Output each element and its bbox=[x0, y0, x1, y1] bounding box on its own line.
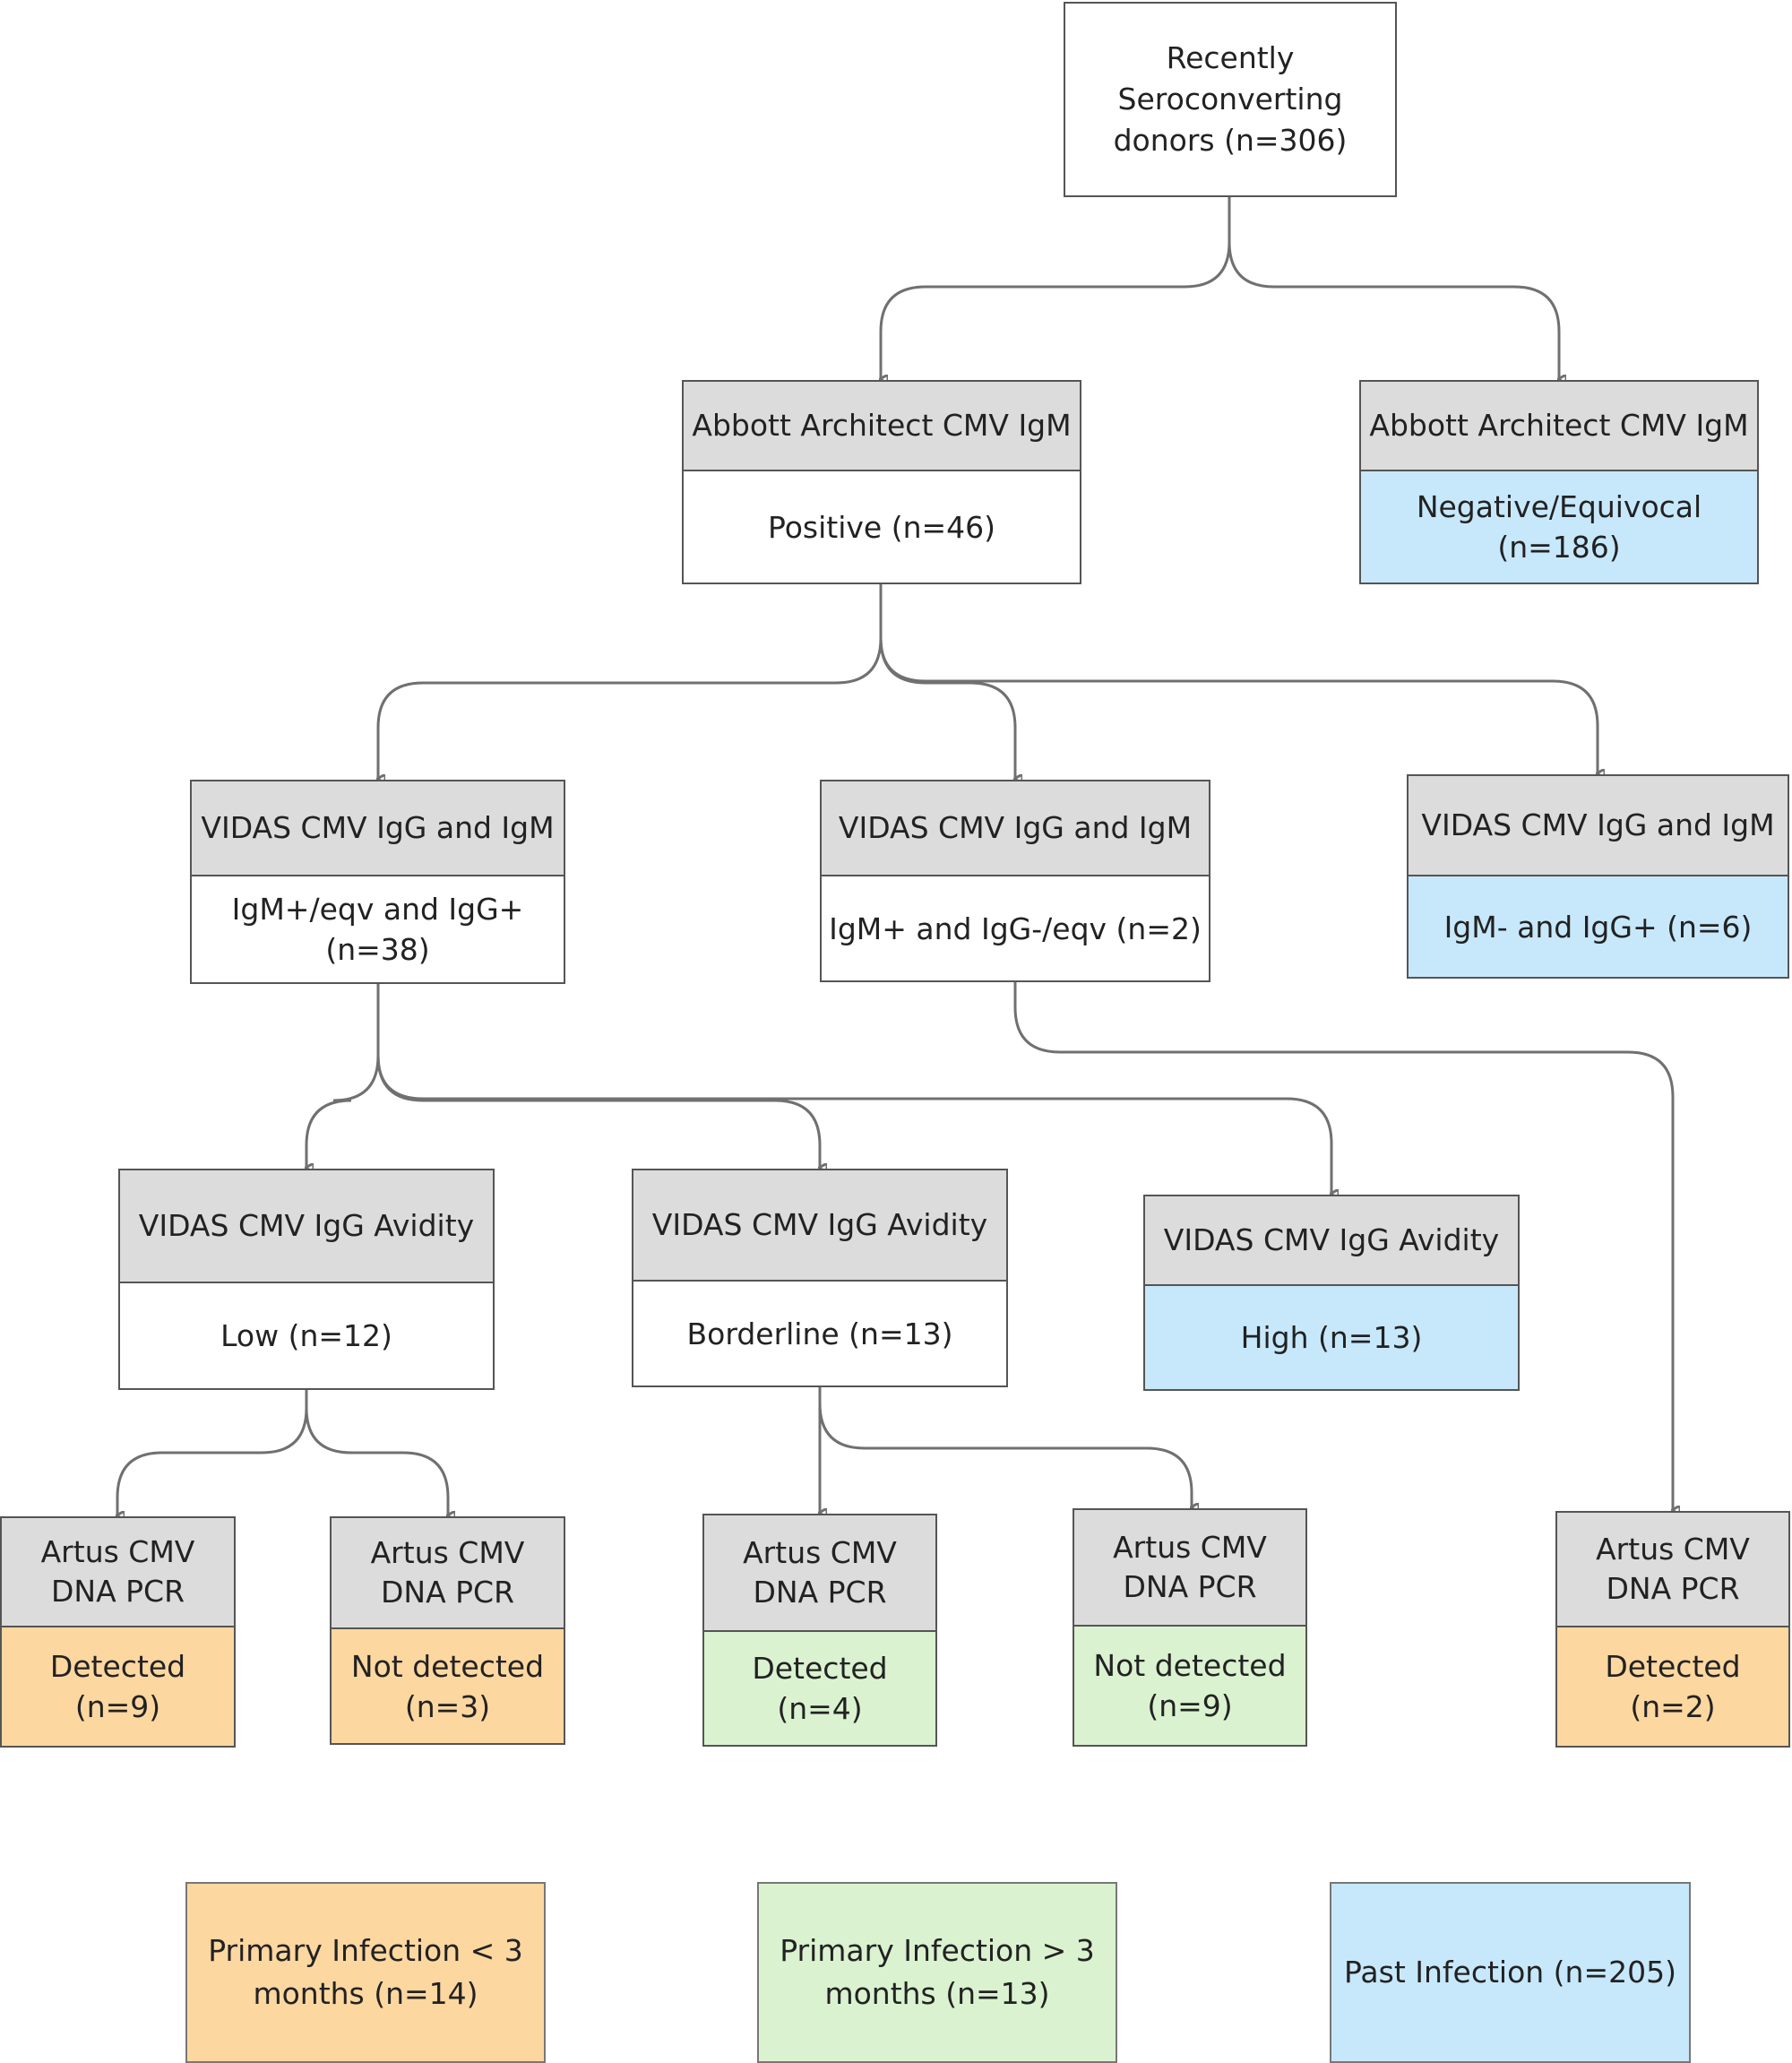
avidity-high-test: VIDAS CMV IgG Avidity bbox=[1145, 1196, 1518, 1286]
pcr-low-not-detected-result: Not detected (n=3) bbox=[332, 1629, 564, 1743]
avidity-borderline-result: Borderline (n=13) bbox=[633, 1282, 1006, 1385]
pcr-borderline-detected-node: Artus CMV DNA PCR Detected (n=4) bbox=[702, 1514, 937, 1747]
root-node: Recently Seroconverting donors (n=306) bbox=[1064, 2, 1397, 197]
connector-vidas-a-to-avidity-borderline bbox=[376, 984, 820, 1168]
igm-positive-result: Positive (n=46) bbox=[684, 471, 1080, 583]
pcr-borderline-not-detected-node: Artus CMV DNA PCR Not detected (n=9) bbox=[1073, 1508, 1307, 1747]
connector-igm-positive-to-vidas-a bbox=[378, 584, 883, 779]
avidity-high-result: High (n=13) bbox=[1145, 1286, 1518, 1389]
legend-primary-lt3-label: Primary Infection < 3 months (n=14) bbox=[208, 1933, 523, 2011]
igm-negative-node: Abbott Architect CMV IgM Negative/Equivo… bbox=[1359, 380, 1759, 584]
avidity-borderline-node: VIDAS CMV IgG Avidity Borderline (n=13) bbox=[632, 1169, 1008, 1387]
vidas-a-node: VIDAS CMV IgG and IgM IgM+/eqv and IgG+ … bbox=[190, 780, 565, 984]
connector-vidas-b-to-pcr-detected bbox=[1013, 982, 1673, 1510]
connector-igm-positive-to-vidas-c bbox=[879, 584, 1598, 773]
legend-past-label: Past Infection (n=205) bbox=[1344, 1955, 1676, 1990]
vidas-b-node: VIDAS CMV IgG and IgM IgM+ and IgG-/eqv … bbox=[820, 780, 1210, 982]
vidas-c-node: VIDAS CMV IgG and IgM IgM- and IgG+ (n=6… bbox=[1407, 774, 1789, 979]
legend-primary-lt3: Primary Infection < 3 months (n=14) bbox=[185, 1882, 546, 2063]
connector-root-to-igm-negative bbox=[1228, 197, 1559, 379]
avidity-low-test: VIDAS CMV IgG Avidity bbox=[120, 1170, 493, 1283]
avidity-low-node: VIDAS CMV IgG Avidity Low (n=12) bbox=[118, 1169, 495, 1390]
igm-negative-test: Abbott Architect CMV IgM bbox=[1361, 382, 1757, 471]
connector-avidity-low-to-pcr-detected bbox=[117, 1390, 308, 1515]
vidas-b-test: VIDAS CMV IgG and IgM bbox=[822, 781, 1209, 876]
pcr-igg-neg-detected-test: Artus CMV DNA PCR bbox=[1557, 1513, 1788, 1627]
vidas-a-result: IgM+/eqv and IgG+ (n=38) bbox=[192, 876, 564, 982]
pcr-low-detected-node: Artus CMV DNA PCR Detected (n=9) bbox=[0, 1516, 236, 1748]
connector-vidas-a-to-avidity-high bbox=[376, 984, 1331, 1194]
vidas-c-test: VIDAS CMV IgG and IgM bbox=[1409, 776, 1788, 876]
vidas-a-test: VIDAS CMV IgG and IgM bbox=[192, 781, 564, 876]
pcr-low-detected-test: Artus CMV DNA PCR bbox=[2, 1518, 234, 1627]
avidity-low-result: Low (n=12) bbox=[120, 1283, 493, 1388]
pcr-borderline-not-detected-result: Not detected (n=9) bbox=[1074, 1627, 1305, 1745]
connector-vidas-a-to-avidity-low bbox=[306, 984, 380, 1168]
pcr-borderline-detected-test: Artus CMV DNA PCR bbox=[704, 1515, 935, 1632]
avidity-borderline-test: VIDAS CMV IgG Avidity bbox=[633, 1170, 1006, 1282]
igm-negative-result: Negative/Equivocal (n=186) bbox=[1361, 471, 1757, 583]
avidity-high-node: VIDAS CMV IgG Avidity High (n=13) bbox=[1143, 1195, 1520, 1391]
pcr-borderline-detected-result: Detected (n=4) bbox=[704, 1632, 935, 1745]
legend-past: Past Infection (n=205) bbox=[1330, 1882, 1691, 2063]
vidas-b-result: IgM+ and IgG-/eqv (n=2) bbox=[822, 876, 1209, 980]
legend-primary-gt3-label: Primary Infection > 3 months (n=13) bbox=[780, 1933, 1095, 2011]
connector-avidity-borderline-to-pcr-not-detected bbox=[818, 1387, 1192, 1507]
pcr-borderline-not-detected-test: Artus CMV DNA PCR bbox=[1074, 1510, 1305, 1627]
igm-positive-node: Abbott Architect CMV IgM Positive (n=46) bbox=[682, 380, 1081, 584]
root-label: Recently Seroconverting donors (n=306) bbox=[1113, 40, 1348, 158]
pcr-low-detected-result: Detected (n=9) bbox=[2, 1627, 234, 1746]
pcr-low-not-detected-test: Artus CMV DNA PCR bbox=[332, 1518, 564, 1629]
pcr-igg-neg-detected-node: Artus CMV DNA PCR Detected (n=2) bbox=[1555, 1511, 1790, 1748]
legend-primary-gt3: Primary Infection > 3 months (n=13) bbox=[757, 1882, 1117, 2063]
vidas-c-result: IgM- and IgG+ (n=6) bbox=[1409, 876, 1788, 977]
pcr-igg-neg-detected-result: Detected (n=2) bbox=[1557, 1627, 1788, 1746]
igm-positive-test: Abbott Architect CMV IgM bbox=[684, 382, 1080, 471]
connector-root-to-igm-positive bbox=[881, 197, 1231, 379]
pcr-low-not-detected-node: Artus CMV DNA PCR Not detected (n=3) bbox=[330, 1516, 565, 1745]
connector-avidity-low-to-pcr-not-detected bbox=[305, 1390, 448, 1515]
